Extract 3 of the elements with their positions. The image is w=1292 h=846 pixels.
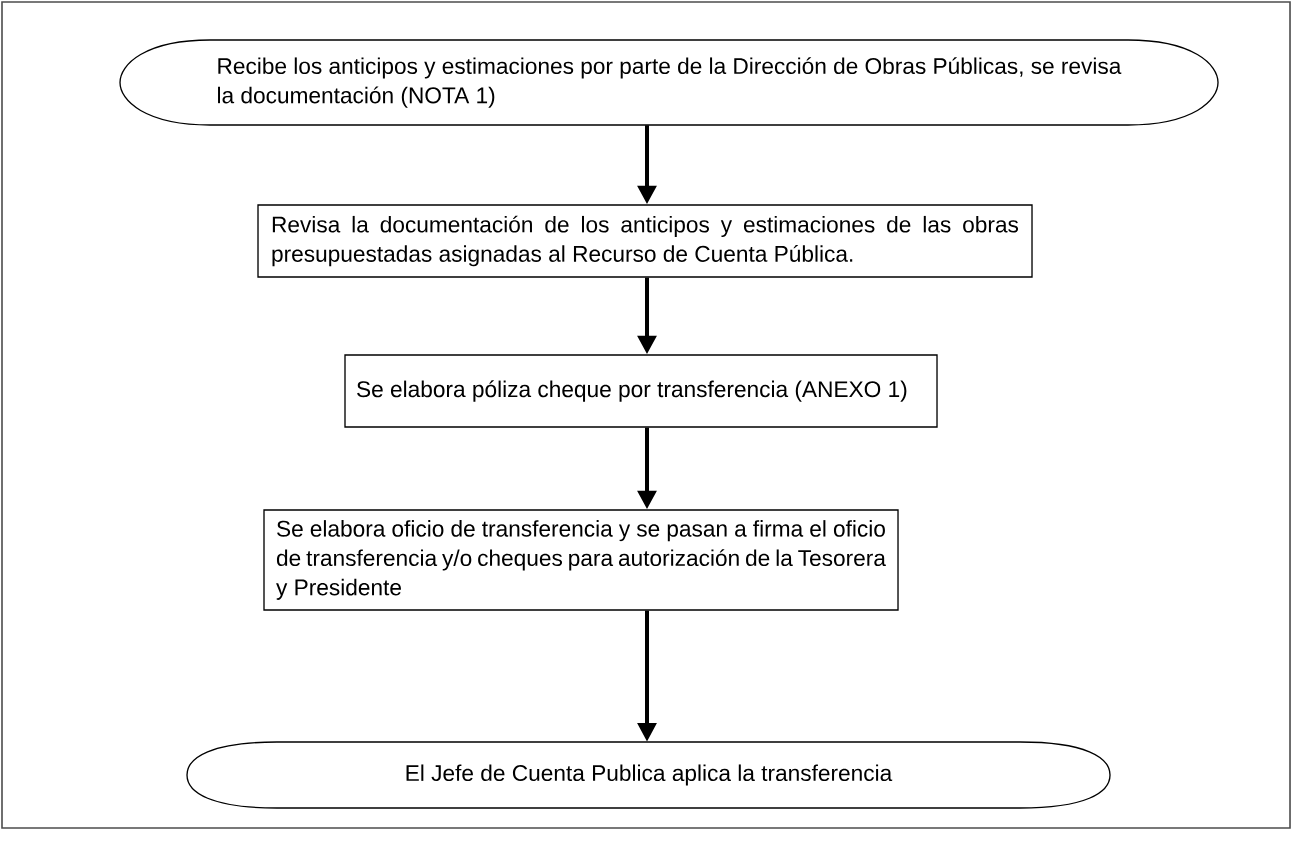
process-box: Se elabora póliza cheque por transferencia (ANEXO 1) — [344, 354, 938, 428]
process-box: Se elabora oficio de transferencia y se pasan a firma el oficio de transferencia y/o cheques para autorización de la Tesorera y Presidente — [263, 509, 899, 611]
process-box: Revisa la documentación de los anticipos y estimaciones de las obras presupuestadas asignadas al Recurso de Cuenta Pública. — [257, 204, 1033, 278]
